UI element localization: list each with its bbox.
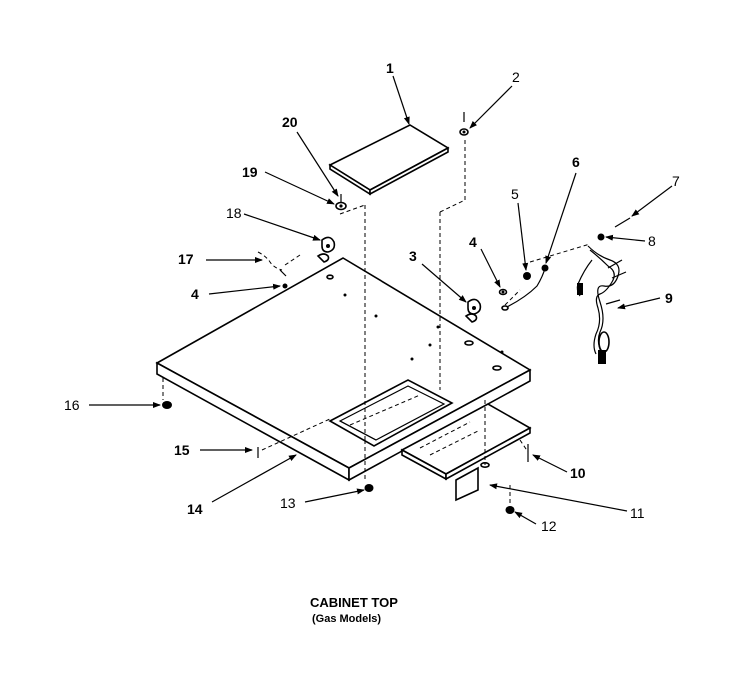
diagram-caption: CABINET TOP (Gas Models)	[310, 595, 398, 625]
callout-20: 20	[282, 114, 298, 130]
cabinet-top-panel	[155, 257, 532, 482]
callout-16: 16	[64, 397, 80, 413]
callout-1: 1	[386, 60, 394, 76]
callout-8: 8	[648, 233, 656, 249]
callout-14: 14	[187, 501, 203, 517]
callout-4-right: 4	[469, 234, 477, 250]
caption-subtitle: (Gas Models)	[312, 613, 381, 625]
screw-4-left	[282, 283, 288, 289]
caption-title: CABINET TOP	[310, 595, 398, 610]
callout-9: 9	[665, 290, 673, 306]
cord-17	[257, 251, 287, 277]
callout-5: 5	[511, 186, 519, 202]
callout-2: 2	[512, 69, 520, 85]
hardware	[162, 112, 631, 514]
screw-2	[459, 112, 469, 136]
nut-8	[597, 233, 605, 241]
callout-6: 6	[572, 154, 580, 170]
nut-12	[505, 506, 515, 514]
foot-16	[162, 401, 172, 409]
clip-19	[335, 194, 347, 211]
cabinet-opening	[328, 379, 454, 447]
callout-labels: 1 2 3 4 4 5 6 7 8 9 10 11 12 13 14 15 16…	[64, 60, 680, 534]
callout-4-left: 4	[191, 286, 199, 302]
callout-17: 17	[178, 251, 194, 267]
callout-10: 10	[570, 465, 586, 481]
power-cord-9	[576, 245, 627, 364]
nut-13	[364, 484, 374, 492]
clamp-3	[464, 298, 482, 323]
top-cover	[328, 124, 450, 196]
callout-13: 13	[280, 495, 296, 511]
callout-11: 11	[630, 505, 645, 521]
ground-wire-6	[501, 264, 549, 311]
assembly-lines	[162, 140, 591, 505]
callout-18: 18	[226, 205, 242, 221]
callout-15: 15	[174, 442, 190, 458]
bottom-bracket	[400, 403, 532, 502]
callout-19: 19	[242, 164, 258, 180]
screw-7	[614, 217, 631, 228]
clamp-18	[316, 236, 336, 263]
screw-4-right	[498, 288, 508, 296]
surface-holes	[326, 274, 504, 371]
callout-12: 12	[541, 518, 557, 534]
callout-7: 7	[672, 173, 680, 189]
leader-lines	[89, 75, 673, 525]
grommet-5	[523, 272, 531, 280]
callout-3: 3	[409, 248, 417, 264]
